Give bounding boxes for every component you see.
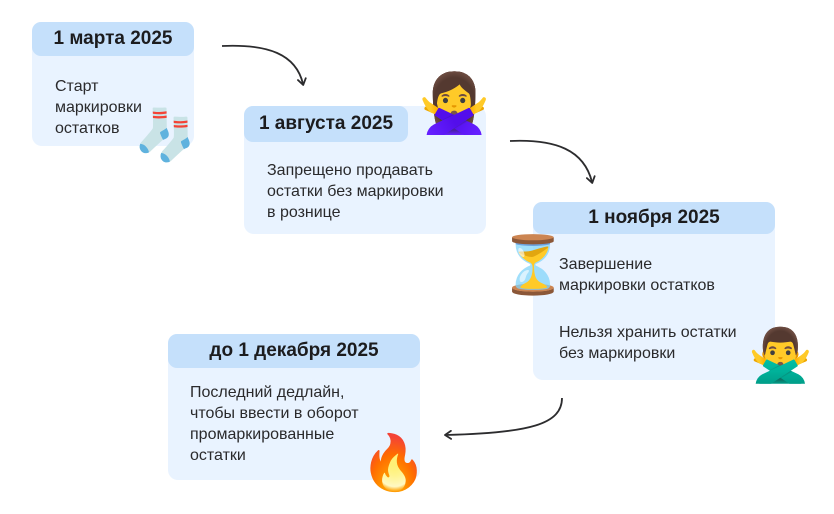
step-date-4: до 1 декабря 2025	[168, 334, 420, 368]
step-date-1: 1 марта 2025	[32, 22, 194, 56]
step-text-4: Последний дедлайн, чтобы ввести в оборот…	[190, 384, 359, 464]
arrow-2	[509, 139, 596, 184]
person-gesturing-no-icon: 🙅‍♀️	[418, 69, 491, 137]
arrow-3	[444, 397, 563, 440]
hourglass-icon: ⏳	[498, 233, 568, 298]
arrow-1	[221, 44, 307, 86]
fire-icon: 🔥	[360, 431, 428, 494]
step-date-2: 1 августа 2025	[244, 106, 408, 142]
step-text-1: Старт маркировки остатков	[55, 78, 142, 137]
step-text-3: Завершение маркировки остатков	[559, 256, 715, 294]
socks-icon: 🧦	[134, 106, 197, 164]
step-text-3b: Нельзя хранить остатки без маркировки	[559, 324, 737, 362]
step-date-3: 1 ноября 2025	[533, 202, 775, 234]
step-text-2: Запрещено продавать остатки без маркиров…	[267, 162, 444, 221]
person-gesturing-no-icon: 🙅‍♂️	[748, 326, 813, 386]
